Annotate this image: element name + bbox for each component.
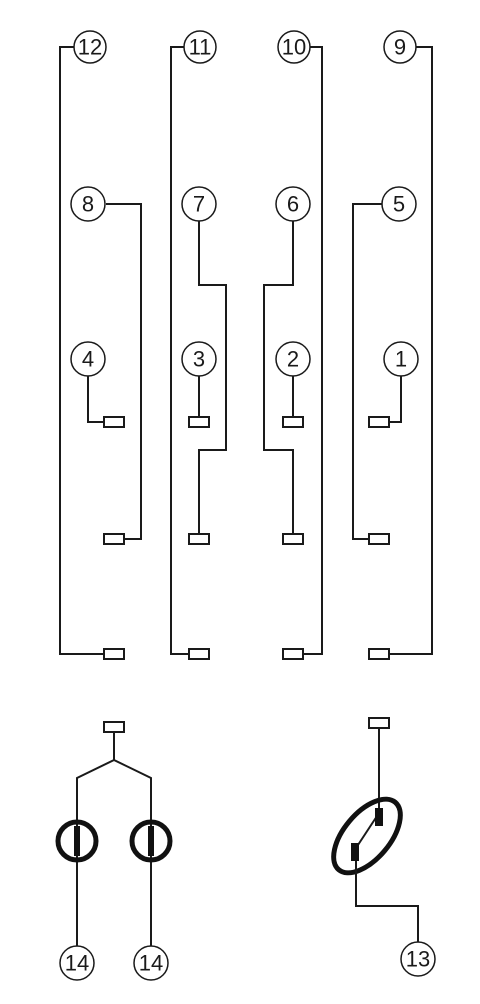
contact-pad [103,648,125,660]
coil-pad [103,721,125,733]
terminal-label: 11 [189,35,212,60]
contact-pad [282,648,304,660]
led-element-left [74,826,80,856]
wire-12 [59,46,104,655]
led-element-right [148,826,154,856]
wire-4 [87,376,105,423]
terminal-label: 12 [78,35,102,60]
terminal-9: 9 [383,30,417,64]
contact-pad [188,533,210,545]
contact-pad [188,648,210,660]
wire-1 [389,376,402,423]
diode-pad [368,717,390,729]
terminal-label: 1 [395,347,407,372]
contact-pad [368,533,390,545]
terminal-label: 2 [287,347,299,372]
terminal-label: 9 [394,35,406,60]
terminal-7: 7 [181,186,217,222]
terminal-label: 4 [82,347,94,372]
contact-pad [368,648,390,660]
led-indicator-left [55,819,99,863]
terminal-label: 8 [82,192,94,217]
terminal-label: 14 [139,951,163,976]
terminal-label: 10 [282,35,306,60]
terminal-label: 13 [406,947,430,972]
terminal-13: 13 [400,941,436,977]
wire-6 [263,221,294,539]
terminal-5: 5 [381,186,417,222]
diode-element-lower [351,843,359,861]
wire-11 [170,46,190,655]
wire-8 [105,203,142,540]
terminal-8: 8 [70,186,106,222]
wire-7 [198,221,227,539]
terminal-3: 3 [181,341,217,377]
terminal-14-left: 14 [59,945,95,981]
terminal-1: 1 [383,341,419,377]
diode-capsule [331,796,403,876]
contact-pad [282,533,304,545]
wire-10 [304,46,323,655]
terminal-10: 10 [277,30,311,64]
contact-pad [368,416,390,428]
coil-wire [76,732,115,963]
diode-element-upper [375,808,383,826]
terminal-12: 12 [73,30,107,64]
contact-pad [282,416,304,428]
coil-wire [113,759,152,963]
terminal-label: 3 [193,347,205,372]
terminal-label: 7 [193,192,205,217]
terminal-4: 4 [70,341,106,377]
terminal-label: 6 [287,192,299,217]
led-indicator-right [129,819,173,863]
terminal-14-right: 14 [133,945,169,981]
wire-5 [352,203,382,540]
terminal-2: 2 [275,341,311,377]
terminal-label: 14 [65,951,89,976]
terminal-6: 6 [275,186,311,222]
contact-pad [188,416,210,428]
contact-pad [103,533,125,545]
contact-pad [103,416,125,428]
diode-wire [355,861,419,942]
terminal-11: 11 [183,30,217,64]
wire-9 [390,46,433,655]
terminal-label: 5 [393,192,405,217]
